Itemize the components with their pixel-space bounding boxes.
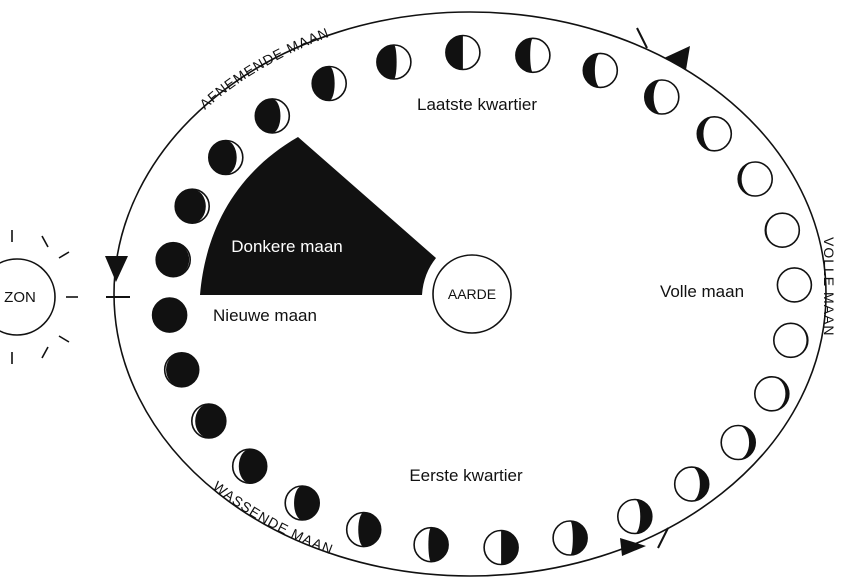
full-moon-label: Volle maan [660, 282, 744, 301]
moon-phase-12 [696, 116, 733, 152]
moon-phase-10 [582, 52, 619, 89]
arrow-bottom-icon [620, 538, 646, 556]
moon-phase-13 [737, 161, 774, 197]
moon-phase-22 [483, 529, 519, 566]
arrow-left-icon [105, 256, 128, 282]
moon-phase-14 [764, 212, 801, 248]
sun-label: ZON [4, 289, 36, 306]
orbit-tick-top [636, 27, 648, 49]
moon-phase-25 [284, 485, 321, 521]
moon-phase-21 [552, 520, 588, 556]
moon-phase-23 [413, 526, 449, 563]
moon-phase-24 [345, 511, 382, 548]
earth-label: AARDE [448, 286, 496, 302]
moon-phase-7 [376, 44, 412, 80]
moon-phase-27 [191, 403, 227, 439]
moon-phases [151, 34, 813, 566]
moon-phase-6 [311, 65, 348, 102]
moon-phase-1 [151, 297, 188, 333]
earth: AARDE [432, 254, 512, 334]
full-phase-label: VOLLE MAAN [821, 237, 837, 336]
moon-phase-16 [772, 322, 809, 359]
new-moon-label: Nieuwe maan [213, 306, 317, 325]
waxing-label: WASSENDE MAAN [210, 478, 336, 558]
moon-phase-5 [254, 98, 291, 134]
orbit-tick-bottom [657, 527, 669, 549]
dark-moon-wedge [200, 137, 436, 295]
moon-phase-11 [643, 79, 680, 115]
moon-phase-4 [208, 139, 244, 176]
first-quarter-label: Eerste kwartier [409, 466, 523, 485]
moon-phase-3 [174, 188, 210, 224]
moon-phase-8 [445, 34, 481, 71]
moon-phase-15 [776, 267, 813, 303]
sun-rays-icon [11, 230, 78, 364]
moon-phase-20 [616, 498, 653, 535]
sun-disc [0, 258, 56, 336]
moon-phase-26 [231, 448, 268, 485]
last-quarter-label: Laatste kwartier [417, 95, 537, 114]
moon-phase-28 [163, 351, 200, 388]
moon-phase-17 [753, 375, 790, 412]
moon-phase-19 [673, 466, 710, 502]
arrow-top-icon [664, 46, 690, 70]
moon-phase-9 [515, 37, 551, 74]
moon-phase-2 [155, 241, 191, 278]
earth-disc [432, 254, 512, 334]
dark-moon-label: Donkere maan [231, 237, 343, 256]
moon-phase-18 [720, 424, 757, 461]
sun: ZON [0, 230, 78, 364]
orbit-path [113, 11, 827, 577]
